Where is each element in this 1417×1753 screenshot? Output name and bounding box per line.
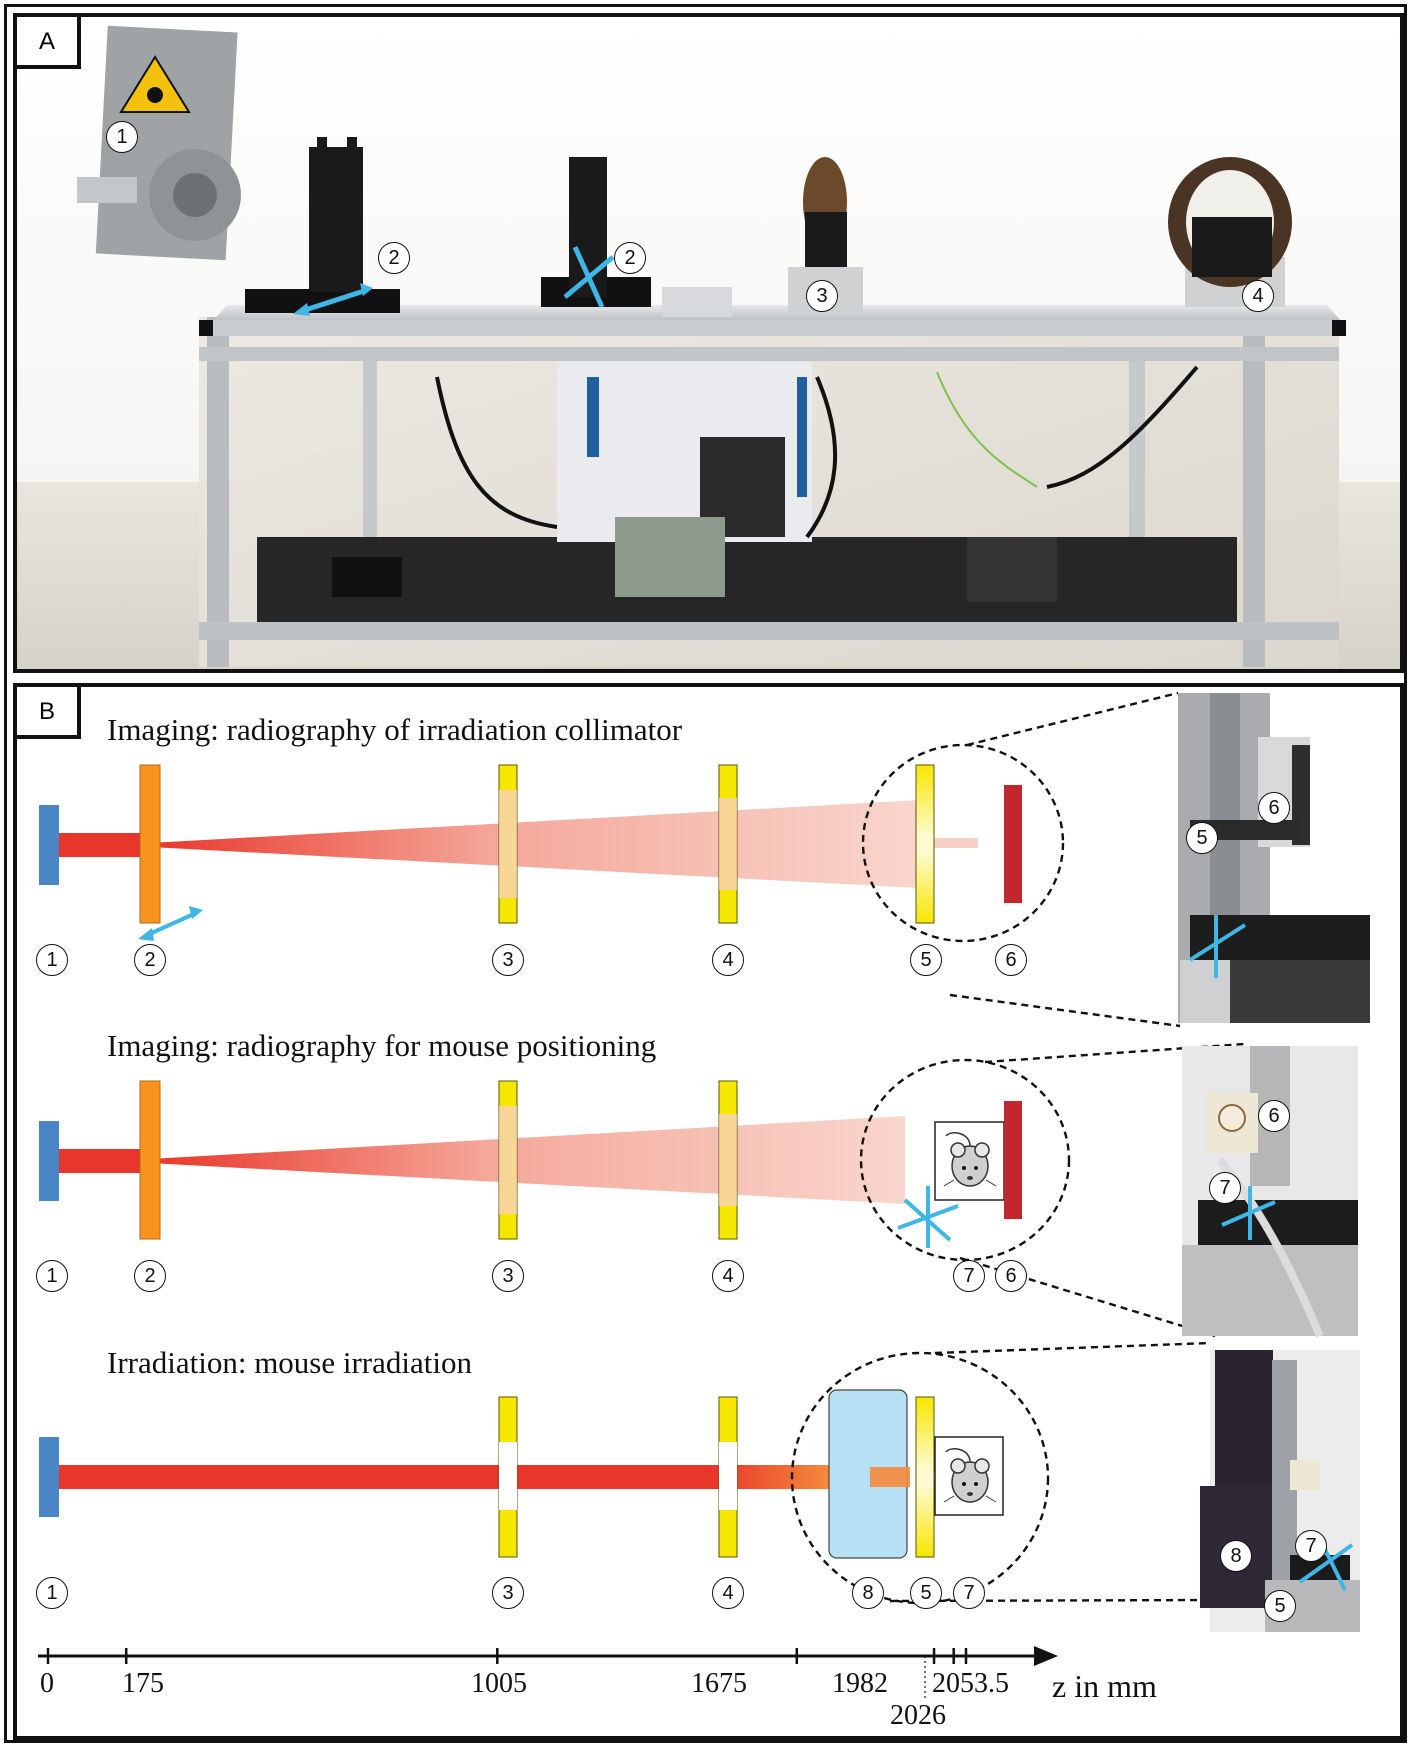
photo-marker-collimator-2: 2 xyxy=(614,242,646,274)
row-1-title: Imaging: radiography of irradiation coll… xyxy=(107,712,683,747)
row-2-label-collimator: 2 xyxy=(134,1260,166,1292)
setup-photo-drawing xyxy=(17,17,1400,669)
row-3-label-detector-5: 5 xyxy=(910,1577,942,1609)
row-2-label-target-6: 6 xyxy=(995,1260,1027,1292)
setup-photo xyxy=(17,17,1400,669)
row-2-label-source: 1 xyxy=(36,1260,68,1292)
panel-a: A 1 2 2 3 4 xyxy=(13,13,1404,673)
row-1-label-detector-3: 3 xyxy=(492,944,524,976)
pencil-beam xyxy=(59,833,149,857)
inset-1-marker-5: 5 xyxy=(1186,822,1218,854)
row-3-label-detector-3: 3 xyxy=(492,1577,524,1609)
collimator-bar xyxy=(139,764,161,924)
beam-fan xyxy=(150,800,920,888)
inset-3-marker-7: 7 xyxy=(1295,1530,1327,1562)
irradiation-beam xyxy=(59,1465,829,1489)
row-1-label-source: 1 xyxy=(36,944,68,976)
photo-marker-collimator-1: 2 xyxy=(378,242,410,274)
tick-label-2053-5: 2053.5 xyxy=(932,1668,1009,1699)
row-1-diagram xyxy=(39,691,1370,1028)
detector-5 xyxy=(915,764,935,924)
row-3-label-degrader-8: 8 xyxy=(852,1577,884,1609)
tick-label-1675: 1675 xyxy=(691,1668,747,1699)
row-1-label-detector-5: 5 xyxy=(910,944,942,976)
beam-transmitted xyxy=(920,838,978,848)
photo-marker-detector-4: 4 xyxy=(1242,280,1274,312)
row-1-label-detector-4: 4 xyxy=(712,944,744,976)
row-2-diagram xyxy=(39,1042,1358,1338)
axis-title: z in mm xyxy=(1052,1668,1157,1704)
photo-marker-detector-3: 3 xyxy=(806,280,838,312)
figure-frame xyxy=(4,4,1407,1743)
row-1-label-collimator: 2 xyxy=(134,944,166,976)
tick-label-2026: 2026 xyxy=(890,1700,946,1731)
row-1-label-target-6: 6 xyxy=(995,944,1027,976)
inset-2-marker-7: 7 xyxy=(1209,1172,1241,1204)
row-3-label-mouse-7: 7 xyxy=(953,1577,985,1609)
source-block xyxy=(39,805,59,885)
inset-photo-1 xyxy=(1178,693,1370,1023)
row-2-label-mouse-7: 7 xyxy=(953,1260,985,1292)
move-arrow xyxy=(138,906,203,941)
z-axis xyxy=(38,1646,1058,1700)
row-3-title: Irradiation: mouse irradiation xyxy=(107,1345,472,1380)
row-2-label-detector-3: 3 xyxy=(492,1260,524,1292)
row-3-label-source: 1 xyxy=(36,1577,68,1609)
panel-b-label: B xyxy=(17,687,81,739)
row-3-label-detector-4: 4 xyxy=(712,1577,744,1609)
row-3-diagram xyxy=(39,1341,1360,1632)
target-6 xyxy=(1004,785,1022,903)
inset-3-marker-5: 5 xyxy=(1264,1590,1296,1622)
inset-3-marker-8: 8 xyxy=(1220,1540,1252,1572)
row-2-title: Imaging: radiography for mouse positioni… xyxy=(107,1028,657,1063)
inset-2-marker-6: 6 xyxy=(1258,1100,1290,1132)
tick-label-175: 175 xyxy=(122,1668,164,1699)
panel-a-label: A xyxy=(17,17,81,69)
photo-marker-source: 1 xyxy=(106,121,138,153)
inset-1-marker-6: 6 xyxy=(1258,792,1290,824)
zoom-circle xyxy=(861,743,1065,943)
tick-label-1005: 1005 xyxy=(471,1668,527,1699)
row-2-label-detector-4: 4 xyxy=(712,1260,744,1292)
tick-label-1982: 1982 xyxy=(832,1668,888,1699)
tick-label-0: 0 xyxy=(40,1668,54,1699)
axis-arrowhead xyxy=(1034,1646,1058,1666)
